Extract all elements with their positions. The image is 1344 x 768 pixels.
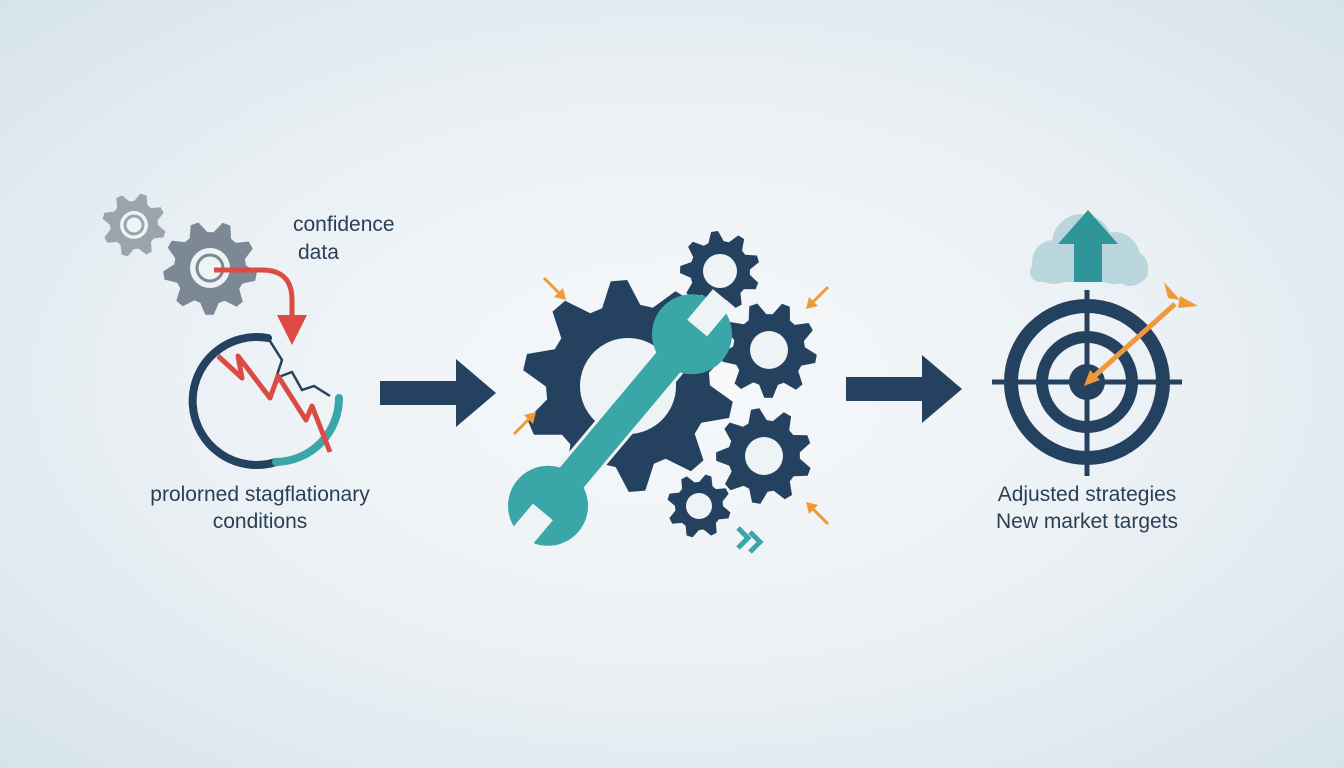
input-caption-line2: conditions (212, 510, 308, 533)
gear-ring (123, 214, 145, 236)
orange-arrow-icon (512, 412, 536, 436)
broken-gauge-icon (188, 333, 343, 469)
small-gear-icon (102, 193, 166, 257)
data-label: data (298, 241, 339, 264)
wrench-notch (507, 503, 553, 551)
gear-hole (750, 331, 788, 369)
output-caption-line2: New market targets (995, 510, 1179, 533)
output-caption-line1: Adjusted strategies (997, 483, 1177, 506)
dart-arrow-icon (1084, 282, 1198, 386)
gear-icon-bottom (667, 474, 731, 538)
input-caption-line1: prolorned stagflationary (150, 483, 370, 506)
wrench-icon (507, 289, 733, 551)
right-arrow-icon (846, 355, 962, 423)
gear-hole (745, 437, 783, 475)
gear-hole (686, 493, 712, 519)
medium-gear-icon (163, 222, 257, 315)
right-arrow-icon (380, 359, 496, 427)
wrench-shape (507, 289, 733, 551)
orange-arrow-icon (806, 502, 830, 526)
curved-arrow-icon (214, 267, 307, 345)
gear-icon-top (680, 231, 759, 311)
declining-line-icon (216, 353, 333, 453)
gear-hole (703, 254, 737, 288)
confidence-label: confidence (293, 213, 395, 236)
orange-arrow-icon (806, 285, 830, 309)
gear-icon-right (721, 303, 817, 398)
wrench-notch (687, 289, 733, 337)
up-arrow-icon (1058, 210, 1118, 282)
chevron-icon (736, 526, 764, 554)
orange-arrow-icon (542, 276, 566, 300)
gear-icon-lower (716, 408, 811, 504)
